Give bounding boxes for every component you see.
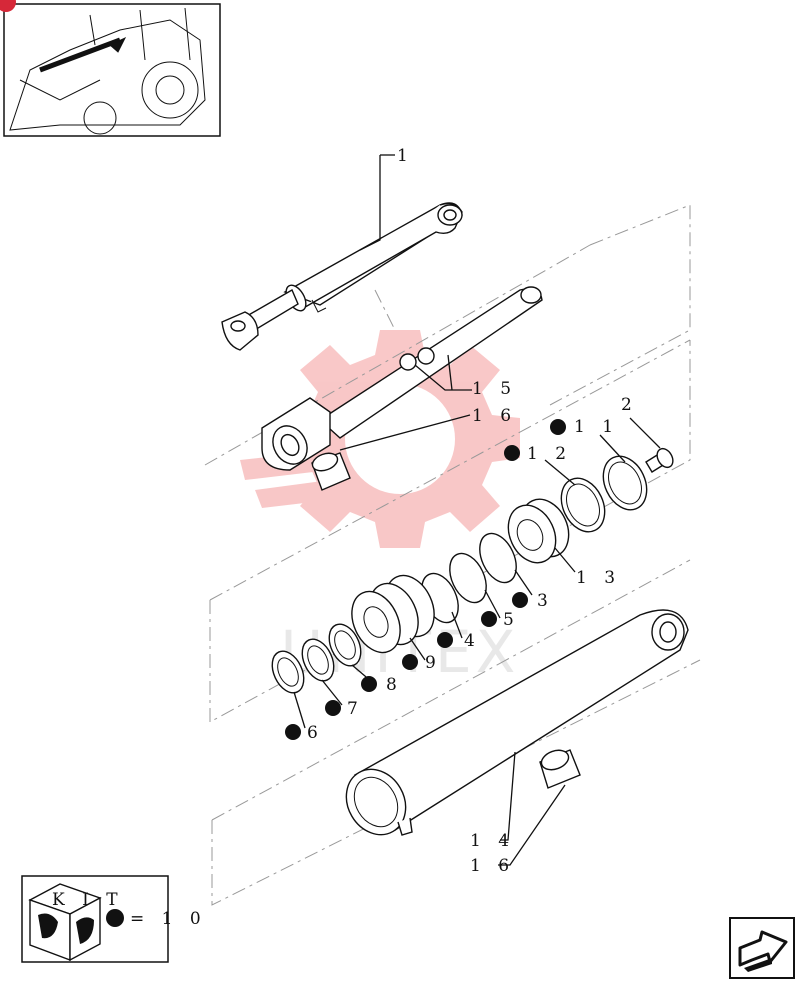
filled-dot-icon: [325, 700, 341, 716]
filled-dot-icon: [550, 419, 566, 435]
kit-legend: K I T = 1 0: [21, 875, 207, 963]
cylinder-assembly[interactable]: [221, 202, 463, 351]
gland-13[interactable]: [499, 492, 577, 571]
arrow-icon: [738, 930, 788, 967]
piston-rod[interactable]: [261, 286, 543, 471]
next-page-button[interactable]: [729, 917, 795, 979]
label-11: 1 1: [574, 417, 619, 437]
label-8: 8: [386, 675, 403, 695]
label-4: 4: [464, 631, 481, 651]
label-9: 9: [425, 653, 442, 673]
label-15: 1 5: [472, 379, 517, 399]
label-7: 7: [347, 699, 364, 719]
label-12: 1 2: [527, 444, 572, 464]
label-16-upper: 1 6: [472, 406, 517, 426]
filled-dot-icon: [402, 654, 418, 670]
badge-icon: [0, 0, 16, 12]
thumbnail-tractor[interactable]: [0, 0, 221, 137]
kit-box-icon: [28, 883, 102, 962]
seal-5[interactable]: [443, 548, 494, 609]
label-3: 3: [537, 591, 554, 611]
leader-lines: [293, 154, 661, 866]
wear-ring-8[interactable]: [323, 619, 367, 671]
label-13: 1 3: [576, 568, 621, 588]
seal-7[interactable]: [296, 634, 340, 686]
bushing-lower[interactable]: [539, 747, 581, 789]
wiper-6[interactable]: [266, 646, 310, 698]
bushing-upper[interactable]: [310, 450, 351, 491]
filled-dot-icon: [504, 445, 520, 461]
filled-dot-icon: [481, 611, 497, 627]
piston-head-9[interactable]: [343, 568, 444, 661]
kit-title: K I T: [52, 890, 124, 910]
kit-equals: = 1 0: [130, 909, 207, 929]
filled-dot-icon: [361, 676, 377, 692]
tractor-icon: [9, 7, 206, 135]
filled-dot-icon: [512, 592, 528, 608]
ring-11[interactable]: [595, 449, 655, 517]
label-14: 1 4: [470, 831, 515, 851]
filled-dot-icon: [437, 632, 453, 648]
seal-3[interactable]: [473, 528, 524, 589]
label-5: 5: [503, 610, 520, 630]
ring-12[interactable]: [553, 471, 613, 539]
label-16-lower: 1 6: [470, 856, 515, 876]
kit-markers: [285, 419, 566, 740]
label-2: 2: [621, 395, 638, 415]
cylinder-barrel[interactable]: [335, 609, 689, 845]
label-1: 1: [397, 146, 414, 166]
fitting-bolt[interactable]: [645, 446, 676, 473]
filled-dot-icon: [285, 724, 301, 740]
callout-labels: 1 2 1 1 1 2 1 5 1 6 1 3 3 5 4 9 8 7 6 1 …: [307, 146, 638, 876]
label-6: 6: [307, 723, 324, 743]
filled-dot-icon: [106, 909, 124, 927]
